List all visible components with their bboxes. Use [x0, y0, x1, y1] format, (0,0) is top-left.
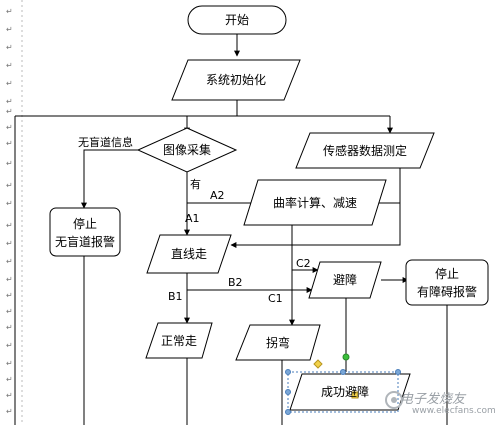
stop-nolane-box	[49, 207, 121, 257]
stop-obstacle-line1: 停止	[435, 266, 459, 281]
watermark-title: 电子发烧友	[400, 392, 466, 407]
edge-sensor-straight	[230, 168, 401, 248]
start-label: 开始	[225, 13, 249, 27]
watermark-url: www.elecfans.com	[412, 406, 496, 416]
paragraph-mark: ↵	[6, 239, 13, 248]
turn-label: 拐弯	[266, 335, 290, 350]
label-b2: B2	[228, 276, 243, 289]
paragraph-mark: ↵	[6, 323, 13, 332]
paragraph-mark: ↵	[6, 291, 13, 300]
success-label: 成功避障	[321, 384, 369, 399]
paragraph-mark: ↵	[6, 139, 13, 148]
straight-parallelogram	[146, 234, 232, 274]
label-a1: A1	[185, 212, 200, 225]
paragraph-mark: ↵	[6, 375, 13, 384]
init-label: 系统初始化	[206, 73, 266, 87]
stop-nolane-line2: 无盲道报警	[55, 234, 115, 249]
label-c1: C1	[268, 292, 283, 305]
stop-obstacle-line2: 有障碍报警	[417, 284, 477, 299]
paragraph-mark: ↵	[6, 25, 13, 34]
sensor-label: 传感器数据测定	[323, 143, 407, 158]
paragraph-mark: ↵	[6, 359, 13, 368]
paragraph-mark: ↵	[6, 43, 13, 52]
paragraph-mark: ↵	[6, 221, 13, 230]
normal-label: 正常走	[161, 334, 197, 348]
paragraph-mark: ↵	[6, 159, 13, 168]
watermark-logo-icon	[385, 391, 403, 409]
paragraph-mark: ↵	[6, 199, 13, 208]
curvature-label: 曲率计算、减速	[273, 195, 357, 210]
paragraph-mark: ↵	[6, 307, 13, 316]
paragraph-mark: ↵	[6, 7, 13, 16]
normal-parallelogram	[145, 322, 213, 359]
paragraph-mark: ↵	[6, 391, 13, 400]
label-b1: B1	[168, 290, 183, 303]
paragraph-mark: ↵	[6, 97, 13, 106]
turn-parallelogram	[235, 324, 321, 361]
label-a2: A2	[210, 189, 225, 202]
obstacle-parallelogram	[308, 261, 382, 299]
label-c2: C2	[296, 257, 311, 270]
paragraph-mark: ↵	[6, 257, 13, 266]
edge-image-nolane	[81, 149, 138, 209]
paragraph-mark: ↵	[6, 181, 13, 190]
sensor-parallelogram	[295, 132, 435, 169]
init-parallelogram	[171, 59, 301, 101]
paragraph-mark: ↵	[6, 275, 13, 284]
image-capture-label: 图像采集	[163, 142, 211, 157]
paragraph-mark: ↵	[6, 123, 13, 132]
paragraph-mark: ↵	[6, 407, 13, 416]
paragraph-mark: ↵	[6, 341, 13, 350]
straight-label: 直线走	[171, 247, 207, 261]
curvature-parallelogram	[243, 179, 387, 226]
stop-obstacle-box	[405, 259, 489, 306]
paragraph-mark: ↵	[6, 61, 13, 70]
label-has: 有	[190, 177, 201, 191]
label-no-lane-info: 无盲道信息	[78, 135, 133, 149]
image-decision	[136, 127, 238, 173]
paragraph-mark: ↵	[6, 107, 13, 116]
start-terminal	[187, 5, 287, 35]
obstacle-label: 避障	[333, 272, 357, 287]
stop-nolane-line1: 停止	[73, 216, 97, 231]
paragraph-mark: ↵	[6, 79, 13, 88]
